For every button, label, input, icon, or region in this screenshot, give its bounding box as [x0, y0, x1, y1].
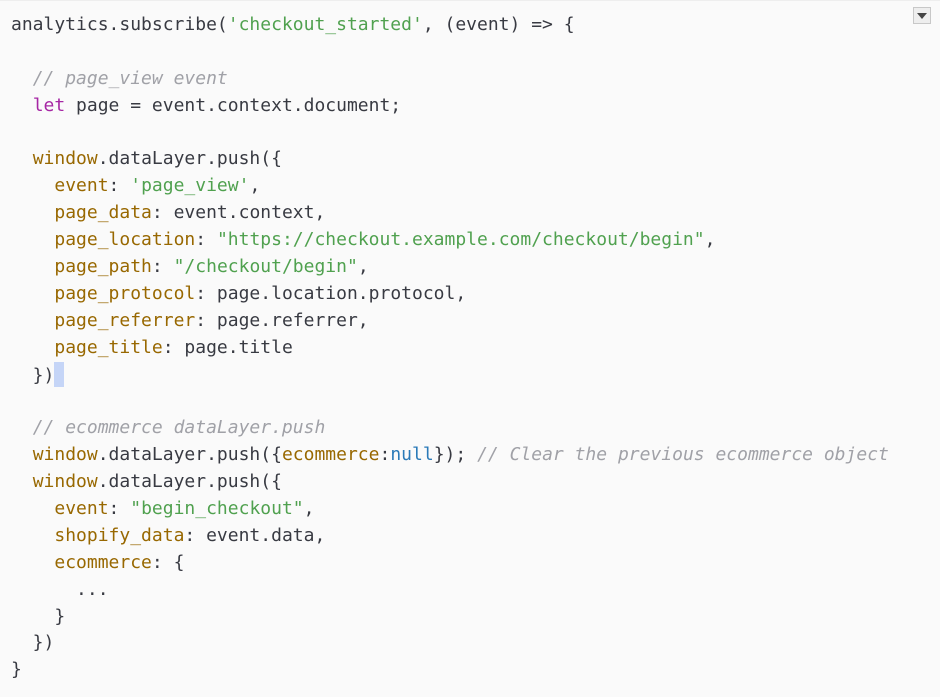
code-line[interactable]: } [11, 604, 889, 631]
code-text: : { [151, 551, 185, 573]
code-line[interactable]: // ecommerce dataLayer.push [11, 415, 889, 442]
code-line[interactable]: }) [11, 361, 889, 389]
code-text: page = event.context.document; [65, 94, 402, 116]
code-line[interactable]: page_title: page.title [11, 335, 889, 362]
code-line[interactable]: page_referrer: page.referrer, [11, 308, 889, 335]
property-name: window [32, 148, 98, 170]
code-text: analytics.subscribe( [11, 14, 228, 35]
code-text [11, 498, 54, 519]
code-text [11, 471, 33, 492]
code-text: : [108, 498, 131, 520]
property-name: event [54, 175, 109, 197]
keyword: let [32, 94, 66, 116]
property-name: page_protocol [54, 282, 196, 304]
code-text: : [195, 229, 217, 251]
code-line[interactable]: } [11, 657, 889, 684]
code-line[interactable]: shopify_data: event.data, [11, 523, 889, 550]
code-text: : [151, 256, 174, 278]
property-name: page_location [54, 229, 196, 251]
code-content[interactable]: analytics.subscribe('checkout_started', … [11, 12, 889, 684]
code-text [11, 175, 54, 196]
text-cursor [54, 361, 65, 387]
code-line[interactable]: // page_view event [11, 66, 889, 93]
code-text: , [303, 498, 315, 520]
code-text: .dataLayer.push({ [97, 148, 282, 170]
code-line[interactable]: page_data: event.context, [11, 200, 889, 227]
code-text: : page.referrer, [195, 309, 369, 331]
code-text: }); [433, 444, 478, 466]
code-text: , (event) => { [422, 14, 575, 35]
code-line[interactable]: ... [11, 577, 889, 604]
code-line[interactable] [11, 120, 889, 147]
code-text: : page.location.protocol, [195, 282, 467, 304]
code-line[interactable] [11, 388, 889, 415]
code-line[interactable] [11, 39, 889, 66]
code-text: : [379, 444, 391, 466]
code-text [11, 283, 54, 304]
null-literal: null [390, 444, 434, 466]
code-text [11, 525, 54, 546]
code-line[interactable]: window.dataLayer.push({ [11, 146, 889, 173]
code-text [11, 68, 33, 89]
code-text [11, 552, 54, 573]
code-line[interactable]: let page = event.context.document; [11, 93, 889, 120]
property-name: ecommerce [281, 444, 380, 466]
code-text [11, 310, 54, 331]
code-comment: // Clear the previous ecommerce object [477, 444, 889, 466]
code-text: , [357, 256, 369, 278]
code-text: .dataLayer.push({ [97, 444, 282, 466]
property-name: page_path [54, 256, 152, 278]
property-name: window [32, 471, 98, 493]
code-line[interactable]: window.dataLayer.push({ [11, 469, 889, 496]
code-text: : event.context, [151, 202, 326, 224]
code-text: } [11, 605, 66, 627]
string-literal: "https://checkout.example.com/checkout/b… [216, 229, 705, 251]
dropdown-menu-button[interactable] [913, 7, 931, 24]
code-text [11, 229, 54, 250]
code-text [11, 148, 33, 169]
code-line[interactable]: page_location: "https://checkout.example… [11, 227, 889, 254]
string-literal: 'page_view' [130, 175, 250, 197]
code-line[interactable]: page_protocol: page.location.protocol, [11, 281, 889, 308]
string-literal: 'checkout_started' [227, 14, 423, 35]
code-text: : event.data, [184, 524, 326, 546]
property-name: page_title [54, 336, 163, 358]
code-text: .dataLayer.push({ [97, 471, 282, 493]
property-name: shopify_data [54, 524, 185, 546]
code-line[interactable]: page_path: "/checkout/begin", [11, 254, 889, 281]
code-text [11, 417, 33, 438]
code-comment: // ecommerce dataLayer.push [32, 417, 326, 439]
code-text: : page.title [162, 336, 293, 358]
property-name: page_referrer [54, 309, 196, 331]
string-literal: "begin_checkout" [130, 498, 304, 520]
code-text: , [249, 175, 261, 197]
code-text [11, 95, 33, 116]
code-text [11, 202, 54, 223]
string-literal: "/checkout/begin" [173, 256, 358, 278]
code-text [11, 337, 54, 358]
property-name: page_data [54, 202, 152, 224]
code-text: }) [11, 632, 55, 654]
code-line[interactable]: event: "begin_checkout", [11, 496, 889, 523]
code-text [11, 256, 54, 277]
code-text: : [108, 175, 131, 197]
code-comment: // page_view event [32, 67, 228, 89]
property-name: window [32, 444, 98, 466]
code-text [11, 444, 33, 465]
code-line[interactable]: }) [11, 630, 889, 657]
code-text: } [11, 659, 22, 681]
code-line[interactable]: ecommerce: { [11, 550, 889, 577]
code-text: }) [11, 364, 55, 386]
code-line[interactable]: event: 'page_view', [11, 173, 889, 200]
code-text: , [704, 229, 716, 251]
property-name: ecommerce [54, 551, 152, 573]
property-name: event [54, 498, 109, 520]
code-text: ... [11, 578, 109, 600]
code-line[interactable]: analytics.subscribe('checkout_started', … [11, 12, 889, 39]
code-line[interactable]: window.dataLayer.push({ecommerce:null});… [11, 442, 889, 469]
